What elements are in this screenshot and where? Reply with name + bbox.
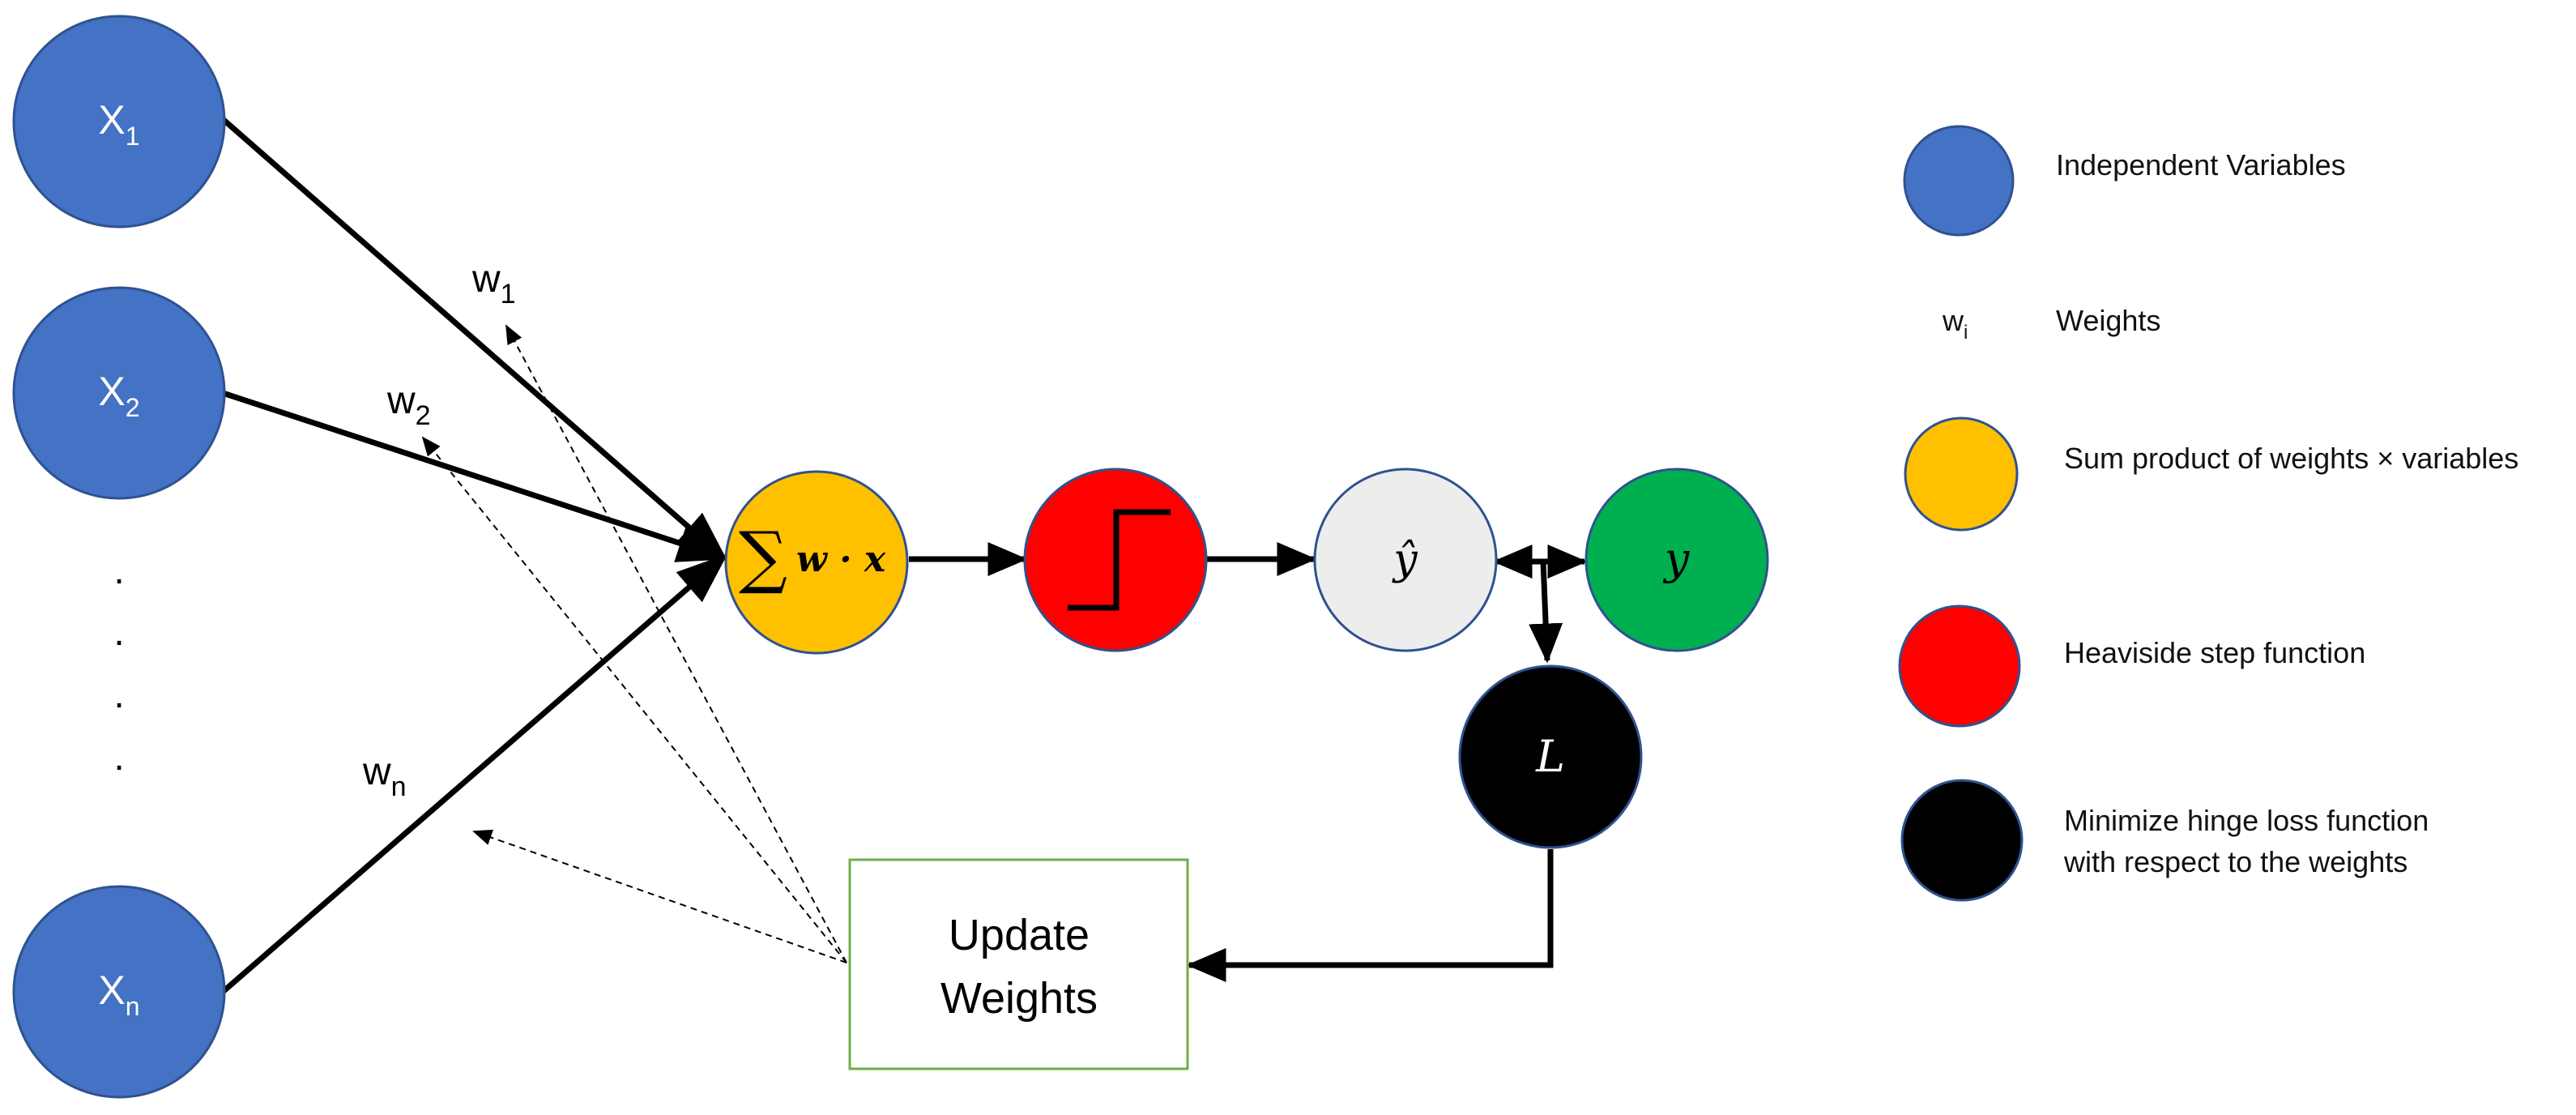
- loss-label: L: [1535, 731, 1565, 782]
- y-label: y: [1663, 533, 1691, 584]
- yhat-label: ŷ: [1392, 536, 1418, 584]
- legend-weight-base: w: [1942, 304, 1964, 337]
- yhat-node: ŷ: [1313, 468, 1498, 652]
- legend-item-hinge-loss: Minimize hinge loss function with respec…: [1900, 779, 2429, 902]
- input-x1-sub: 1: [126, 122, 140, 151]
- legend-label-sum-product: Sum product of weights × variables: [2064, 442, 2518, 475]
- legend-label-heaviside: Heaviside step function: [2064, 636, 2365, 669]
- update-box-line2: Weights: [940, 974, 1098, 1023]
- input-x2-base: X: [98, 369, 125, 414]
- legend-item-independent-variables: Independent Variables: [1903, 125, 2346, 237]
- sum-node: ∑ w · x: [724, 470, 909, 655]
- y-node: y: [1584, 468, 1769, 652]
- dot-3: .: [113, 673, 124, 716]
- update-arrow-wn: [472, 829, 847, 963]
- loss-node: L: [1458, 664, 1643, 849]
- weight-wn-sub: n: [391, 771, 407, 802]
- input-x2-sub: 2: [126, 393, 140, 422]
- legend-item-sum-product: Sum product of weights × variables: [1904, 417, 2518, 532]
- input-node-xn: Xn: [12, 885, 226, 1099]
- weight-w1-base: w: [471, 258, 501, 301]
- weight-w2-sub: 2: [416, 400, 431, 431]
- legend-label-weights: Weights: [2056, 304, 2160, 337]
- edge-loss-update: [1186, 849, 1554, 982]
- legend-item-heaviside: Heaviside step function: [1898, 604, 2365, 728]
- weight-label-w2: w2: [386, 379, 431, 431]
- input-node-x2: X2: [12, 286, 226, 500]
- update-box-line1: Update: [949, 911, 1090, 959]
- weight-w1-sub: 1: [501, 279, 516, 310]
- svg-text:X1: X1: [98, 97, 139, 151]
- weight-label-w1: w1: [471, 258, 516, 310]
- edge-to-loss: [1529, 561, 1563, 664]
- ellipsis-dots: . . . .: [113, 549, 124, 779]
- sum-expression: w · x: [796, 539, 886, 580]
- dot-1: .: [113, 549, 124, 592]
- input-x1-base: X: [98, 97, 125, 143]
- update-arrow-w2: [421, 436, 847, 963]
- legend-label-hinge-line2: with respect to the weights: [2063, 845, 2408, 878]
- input-xn-sub: n: [126, 992, 140, 1021]
- edge-x1-sum: [220, 117, 728, 562]
- dot-4: .: [113, 736, 124, 779]
- legend: Independent Variables wi Weights Sum pro…: [1898, 125, 2518, 902]
- svg-text:X2: X2: [98, 369, 139, 422]
- update-weights-box: Update Weights: [848, 858, 1189, 1070]
- legend-weight-sub: i: [1964, 322, 1968, 344]
- legend-label-hinge-line1: Minimize hinge loss function: [2064, 804, 2429, 837]
- edge-x2-sum: [221, 390, 729, 562]
- legend-weight-symbol: wi: [1942, 304, 1968, 344]
- dot-2: .: [113, 611, 124, 654]
- input-node-x1: X1: [12, 15, 226, 229]
- step-node: [1023, 468, 1208, 652]
- weight-w2-base: w: [386, 379, 416, 422]
- step-function-icon: [1068, 509, 1171, 611]
- sigma-symbol: ∑: [739, 517, 787, 596]
- edge-xn-sum: [220, 553, 728, 994]
- legend-item-weights: wi Weights: [1942, 304, 2160, 344]
- weight-wn-base: w: [362, 750, 391, 793]
- legend-label-independent: Independent Variables: [2056, 148, 2346, 182]
- weight-label-wn: wn: [362, 750, 407, 802]
- svg-text:Xn: Xn: [98, 968, 139, 1021]
- update-arrow-w1: [505, 324, 847, 963]
- input-xn-base: X: [98, 968, 125, 1013]
